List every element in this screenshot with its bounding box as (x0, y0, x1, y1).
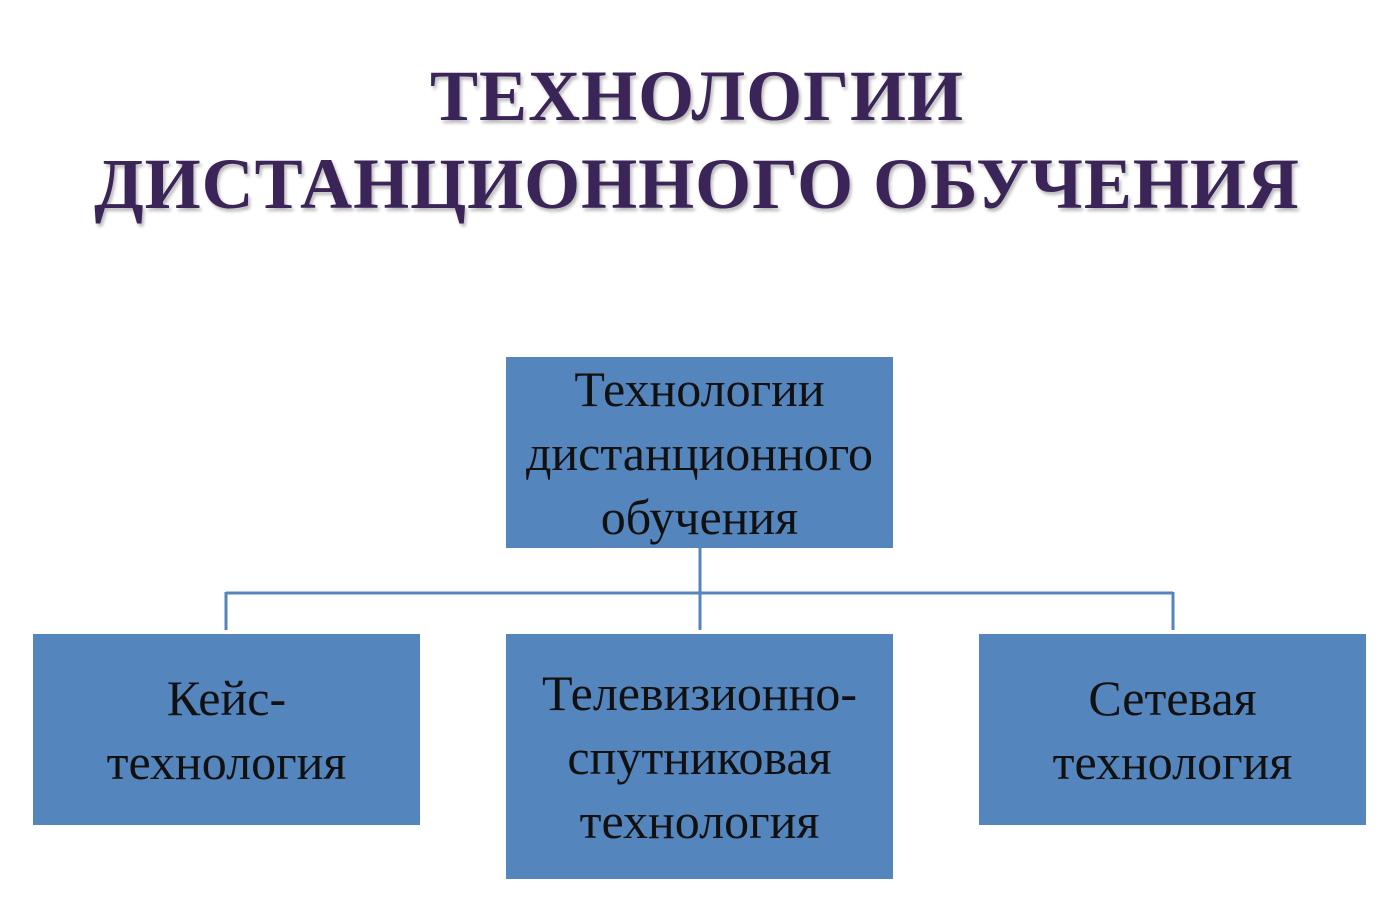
child-node-tv-satellite-technology: Телевизионно- спутниковая технология (506, 634, 893, 879)
child-node-line: Сетевая (1088, 669, 1257, 726)
child-node-network-technology: Сетевая технология (979, 634, 1366, 825)
child-node-case-technology: Кейс- технология (33, 634, 420, 825)
root-node-text: Технологии дистанционного обучения (526, 357, 873, 549)
child-node-line: Кейс- (166, 669, 287, 726)
root-node-line-2: дистанционного (525, 424, 874, 481)
child-node-line: технология (1052, 733, 1293, 790)
child-node-text: Кейс- технология (107, 666, 347, 794)
child-node-line: Телевизионно- (541, 664, 857, 721)
page-title-line-2: ДИСТАНЦИОННОГО ОБУЧЕНИЯ (94, 144, 1300, 224)
child-node-line: спутниковая (567, 728, 832, 785)
root-node-line-3: обучения (600, 488, 799, 545)
root-node-line-1: Технологии (574, 360, 825, 417)
child-node-text: Телевизионно- спутниковая технология (542, 661, 857, 853)
page-title: ТЕХНОЛОГИИ ДИСТАНЦИОННОГО ОБУЧЕНИЯ (0, 52, 1394, 228)
child-node-line: технология (579, 792, 820, 849)
page-title-line-1: ТЕХНОЛОГИИ (430, 56, 964, 136)
child-node-text: Сетевая технология (1053, 666, 1293, 794)
root-node-distance-learning-technologies: Технологии дистанционного обучения (506, 357, 893, 548)
child-node-line: технология (106, 733, 347, 790)
